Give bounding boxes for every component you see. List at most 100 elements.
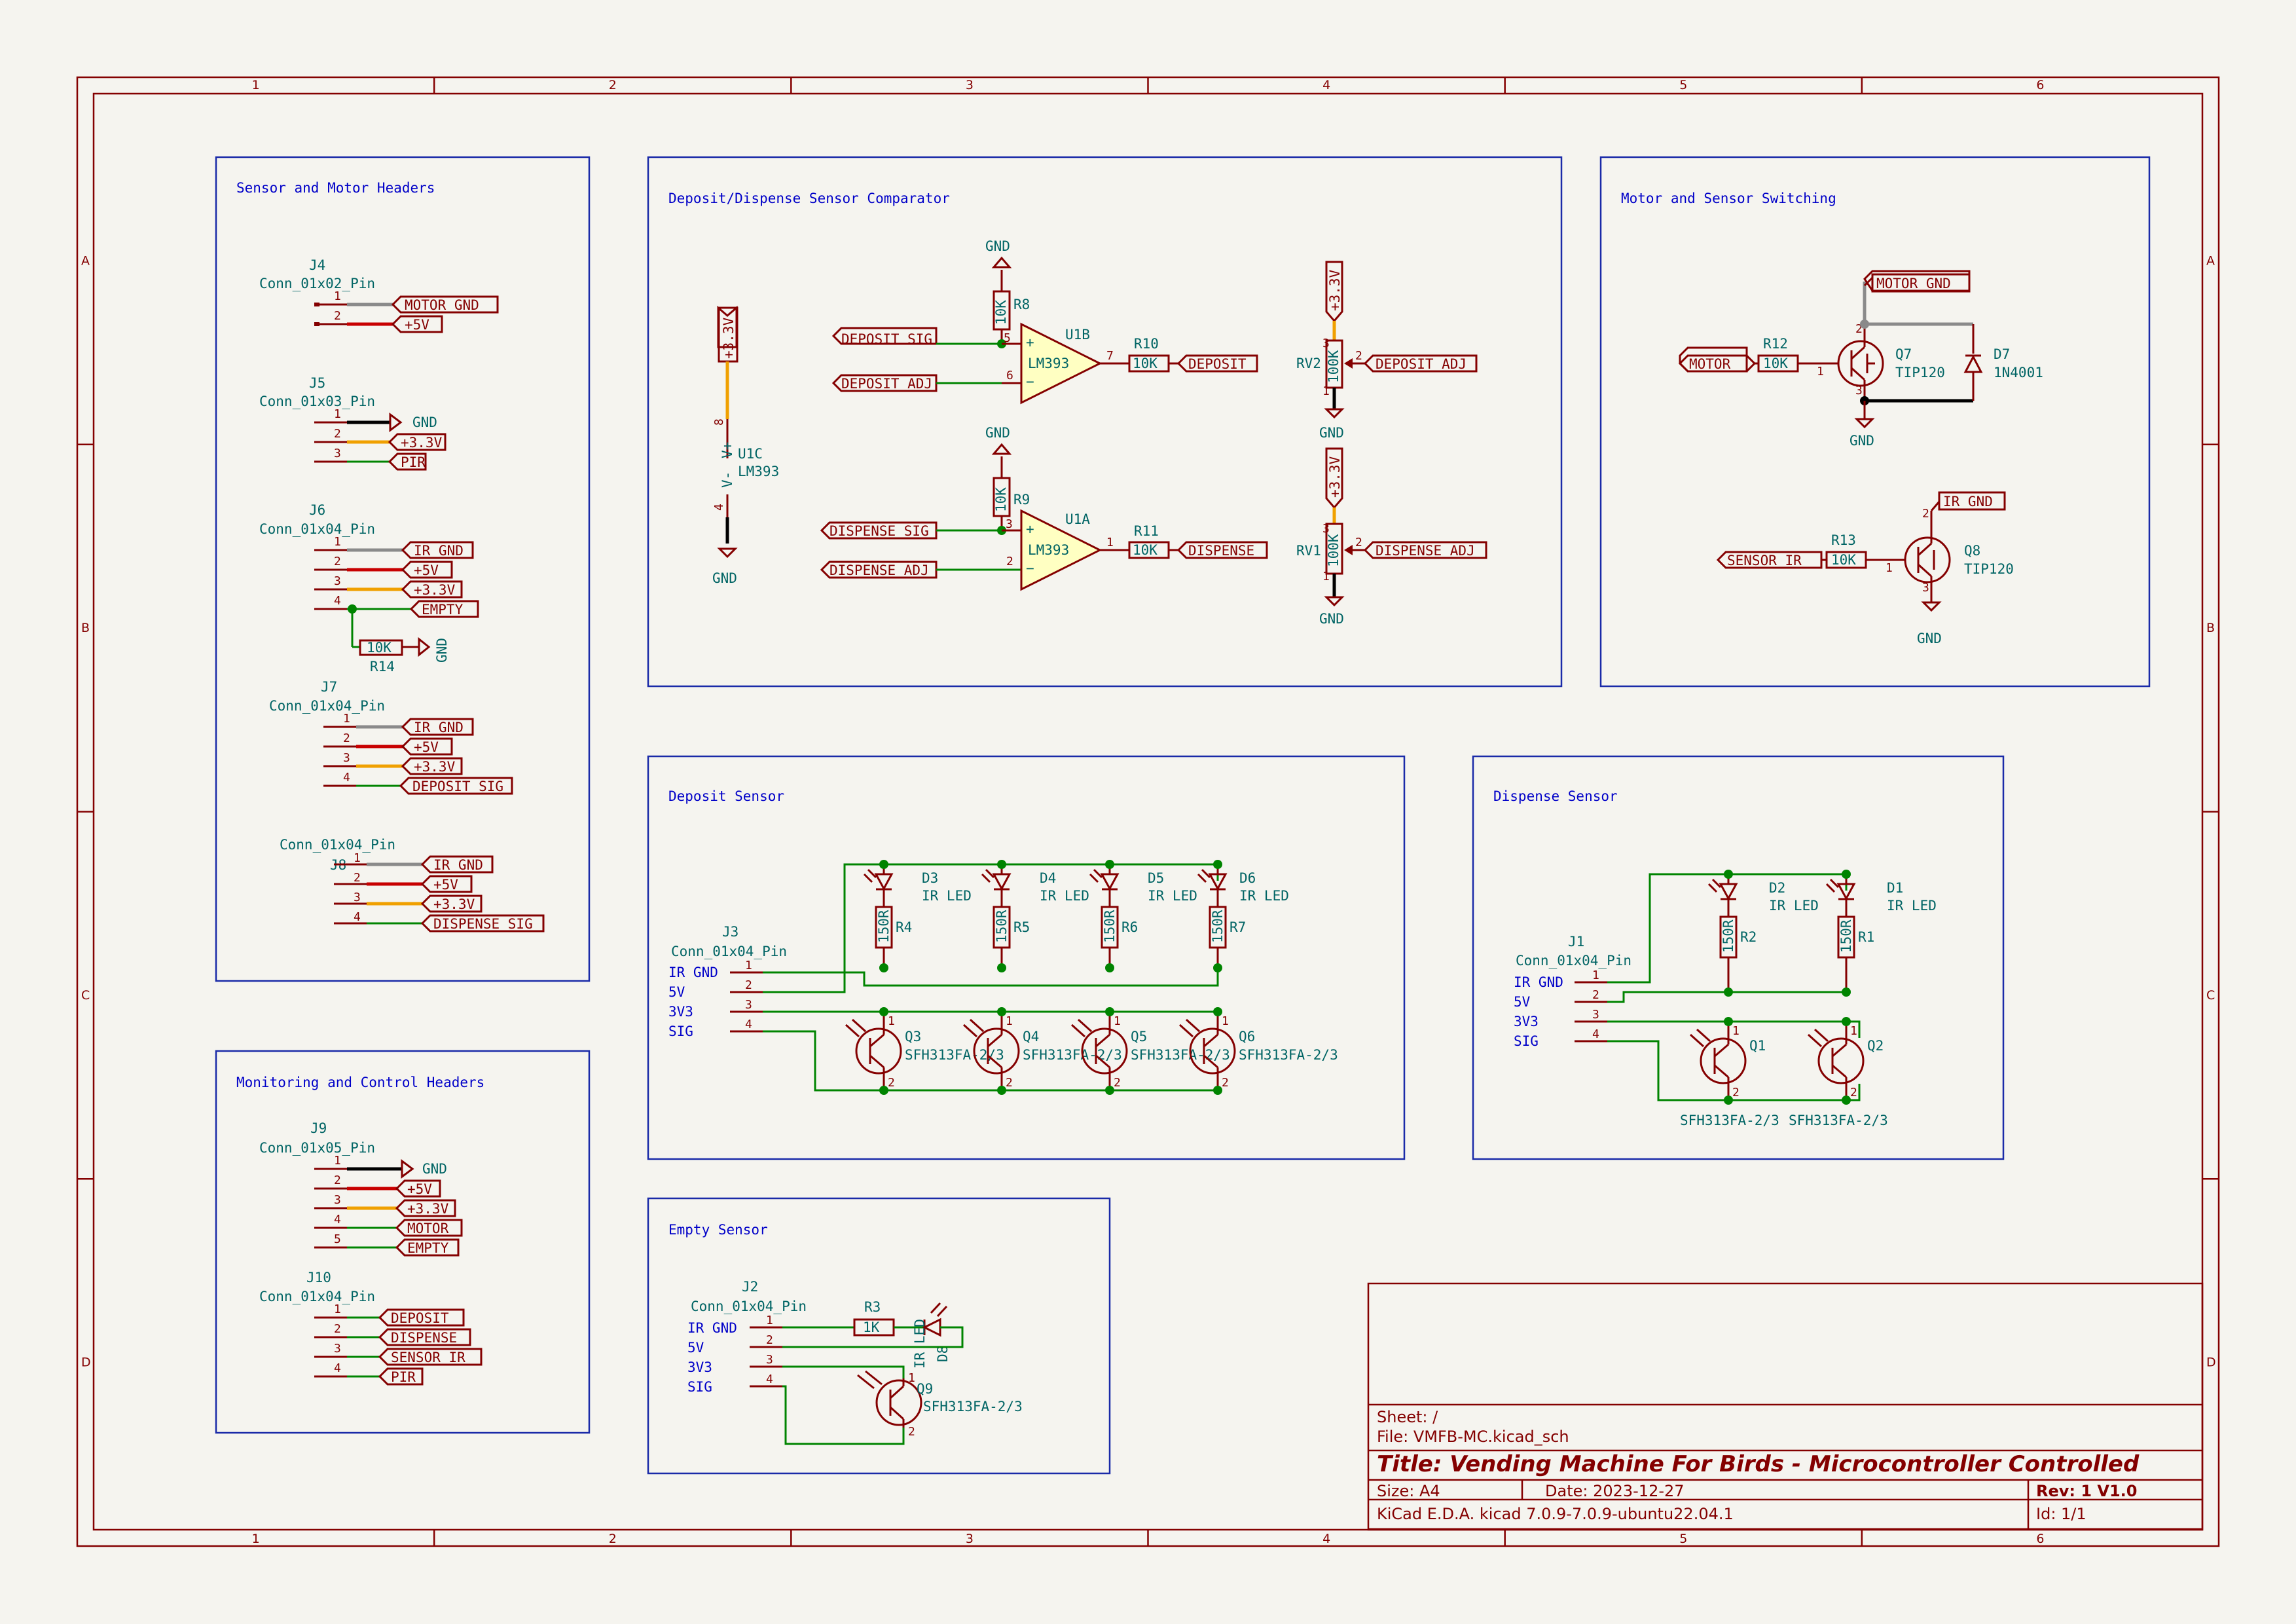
svg-text:IR GND: IR GND	[687, 1320, 737, 1336]
svg-text:R2: R2	[1740, 929, 1757, 945]
phototransistor-q9[interactable]: 1 2 Q9 SFH313FA-2/3	[857, 1370, 1023, 1439]
transistor-q8[interactable]: SENSOR IR 10K R13 1 2 3 Q8 TIP120 IR GND…	[1716, 491, 2014, 646]
svg-text:1K: 1K	[863, 1320, 880, 1335]
svg-text:R9: R9	[1013, 492, 1030, 507]
resistor-r14[interactable]: 10K R14 GND	[359, 637, 450, 674]
svg-text:6: 6	[1006, 369, 1013, 382]
svg-text:4: 4	[1592, 1027, 1599, 1041]
svg-text:U1C: U1C	[738, 446, 763, 462]
svg-text:SFH313FA-2/3: SFH313FA-2/3	[923, 1399, 1023, 1414]
potentiometer-rv2[interactable]: +3.3V 3 100K RV2 2 DEPOSIT ADJ 1 GND	[1296, 261, 1478, 441]
grid-row-label: B	[2206, 621, 2215, 635]
svg-text:10K: 10K	[1133, 542, 1157, 558]
led-d8[interactable]: IR LED D8	[912, 1302, 951, 1369]
sheet-motor-switching: Motor and Sensor Switching MOTOR 10K R12…	[1599, 156, 2151, 688]
grid-row-label: D	[2206, 1356, 2216, 1370]
svg-text:SFH313FA-2/3: SFH313FA-2/3	[1023, 1047, 1122, 1063]
grid-column-label: 5	[1679, 1532, 1687, 1546]
grid-row-label: C	[81, 988, 90, 1003]
svg-text:J5: J5	[309, 375, 325, 391]
svg-text:Conn_01x04_Pin: Conn_01x04_Pin	[259, 1289, 375, 1304]
svg-text:3V3: 3V3	[668, 1004, 693, 1020]
svg-text:GND: GND	[712, 570, 737, 586]
svg-text:2: 2	[354, 871, 361, 885]
svg-text:GND: GND	[434, 638, 450, 663]
opamp-u1c-power[interactable]: +3.3V 8 V+ V- 4 GND U1C LM393	[712, 305, 779, 586]
opamp-u1b[interactable]: GND 10K R8 DEPOSIT SIG 5 DEPOSIT ADJ 6 +…	[831, 238, 1258, 405]
svg-text:10K: 10K	[1763, 356, 1788, 371]
connector-j9[interactable]: J9 Conn_01x05_Pin 1 2 3 4 5 GND +5V +3.3…	[259, 1120, 463, 1257]
svg-text:R5: R5	[1013, 919, 1030, 935]
svg-text:SFH313FA-2/3: SFH313FA-2/3	[1789, 1113, 1888, 1128]
svg-text:4: 4	[334, 594, 341, 608]
connector-j3[interactable]: J3 Conn_01x04_Pin IR GND 5V 3V3 SIG 1 2 …	[668, 924, 787, 1039]
svg-text:PIR: PIR	[401, 454, 426, 470]
svg-text:GND: GND	[985, 425, 1010, 441]
svg-text:4: 4	[354, 910, 361, 924]
svg-text:10K: 10K	[1133, 356, 1157, 371]
block-title: Sensor and Motor Headers	[236, 180, 435, 196]
svg-text:−: −	[1026, 374, 1034, 390]
svg-text:SIG: SIG	[1514, 1033, 1539, 1049]
connector-j5[interactable]: J5 Conn_01x03_Pin 1 2 3 GND +3.3V PIR	[259, 375, 446, 471]
resistor-r3[interactable]: 1K R3	[853, 1299, 895, 1337]
svg-text:2: 2	[1114, 1076, 1121, 1090]
svg-text:D6: D6	[1239, 870, 1256, 886]
svg-text:+5V: +5V	[414, 739, 439, 755]
connector-j4[interactable]: J4 Conn_01x02_Pin 1 2 MOTOR GND +5V	[259, 257, 499, 333]
sheet-name: Sheet: /	[1377, 1408, 1438, 1426]
diode-d7[interactable]: D7 1N4001	[1963, 324, 2043, 401]
svg-text:2: 2	[1855, 322, 1863, 336]
svg-text:1: 1	[766, 1314, 773, 1327]
svg-text:1: 1	[1222, 1014, 1229, 1028]
svg-text:Q9: Q9	[917, 1381, 933, 1397]
svg-text:Q3: Q3	[905, 1029, 921, 1044]
tool-version: KiCad E.D.A. kicad 7.0.9-7.0.9-ubuntu22.…	[1377, 1505, 1734, 1523]
svg-text:DISPENSE ADJ: DISPENSE ADJ	[829, 563, 929, 578]
svg-text:D1: D1	[1887, 880, 1903, 896]
svg-text:1: 1	[354, 851, 361, 865]
svg-text:8: 8	[712, 418, 726, 426]
svg-text:1: 1	[1732, 1024, 1740, 1038]
file-name: File: VMFB-MC.kicad_sch	[1377, 1428, 1569, 1446]
svg-text:SFH313FA-2/3: SFH313FA-2/3	[1239, 1047, 1338, 1063]
svg-text:DEPOSIT: DEPOSIT	[1188, 356, 1247, 372]
svg-text:EMPTY: EMPTY	[422, 602, 464, 618]
svg-text:GND: GND	[1319, 611, 1344, 627]
svg-text:100K: 100K	[1326, 534, 1341, 567]
svg-text:GND: GND	[412, 415, 437, 430]
connector-j1[interactable]: J1 Conn_01x04_Pin IR GND 5V 3V3 SIG 1 2 …	[1514, 934, 1631, 1049]
connector-j2[interactable]: J2 Conn_01x04_Pin IR GND 5V 3V3 SIG 1 2 …	[687, 1279, 807, 1395]
transistor-q7[interactable]: MOTOR 10K R12 1 2 3 Q7 TIP120 GND	[1678, 270, 1973, 449]
svg-text:IR GND: IR GND	[668, 965, 718, 980]
opamp-u1a[interactable]: GND 10K R9 DISPENSE SIG 3 DISPENSE ADJ 2…	[820, 425, 1268, 591]
connector-j6[interactable]: J6 Conn_01x04_Pin 1 2 3 4 IR GND +5V +3.…	[259, 502, 479, 648]
svg-text:Q7: Q7	[1895, 346, 1912, 362]
svg-text:3: 3	[766, 1353, 773, 1367]
potentiometer-rv1[interactable]: +3.3V 3 100K RV1 2 DISPENSE ADJ 1 GND	[1296, 447, 1487, 627]
connector-j8[interactable]: J8 Conn_01x04_Pin 1 2 3 4 IR GND +5V +3.…	[280, 837, 545, 932]
svg-text:EMPTY: EMPTY	[407, 1240, 449, 1256]
svg-text:R13: R13	[1831, 532, 1856, 548]
connector-j10[interactable]: J10 Conn_01x04_Pin 1 2 3 4 DEPOSIT DISPE…	[259, 1270, 483, 1386]
connector-j7[interactable]: J7 Conn_01x04_Pin 1 2 3 4 IR GND +5V +3.…	[269, 679, 513, 795]
grid-column-label: 3	[966, 1532, 974, 1546]
